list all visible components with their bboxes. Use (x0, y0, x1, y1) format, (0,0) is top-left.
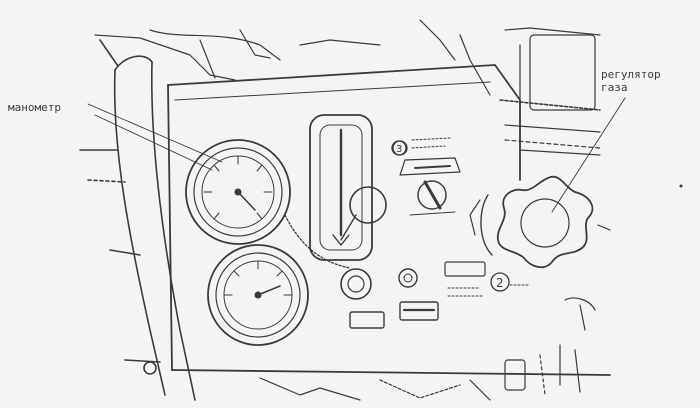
button-left (349, 311, 385, 329)
button-right (399, 301, 439, 321)
stray-dot (679, 184, 683, 188)
panel-body (167, 64, 611, 376)
manometer-leader (87, 103, 223, 163)
top-machinery (94, 19, 601, 156)
gas-regulator-knob (469, 175, 611, 269)
bottom-machinery (259, 377, 491, 401)
gas-regulator-leader (551, 97, 626, 213)
circle-mark-upper: 3 (396, 144, 402, 155)
small-knob (398, 268, 418, 288)
manometer-gauge (185, 139, 291, 245)
circle-mark-upper-ring (391, 140, 407, 156)
gas-regulator-label-line1: регулятор (601, 68, 661, 81)
lower-right-fittings (504, 297, 596, 396)
circle-mark-lower: 2 (496, 276, 504, 290)
chain (284, 214, 351, 269)
lever-assembly (309, 114, 387, 261)
switch-upper (392, 137, 461, 216)
gas-regulator-label-line2: газа (601, 81, 628, 94)
gas-regulator-label: регулятор газа (601, 68, 661, 94)
manometer-label: манометр (8, 101, 61, 114)
lower-gauge (207, 244, 309, 346)
filler-cap (340, 268, 372, 300)
left-pipe (79, 39, 196, 401)
switch-lower (444, 261, 531, 297)
manometer-leader-2 (94, 114, 213, 171)
